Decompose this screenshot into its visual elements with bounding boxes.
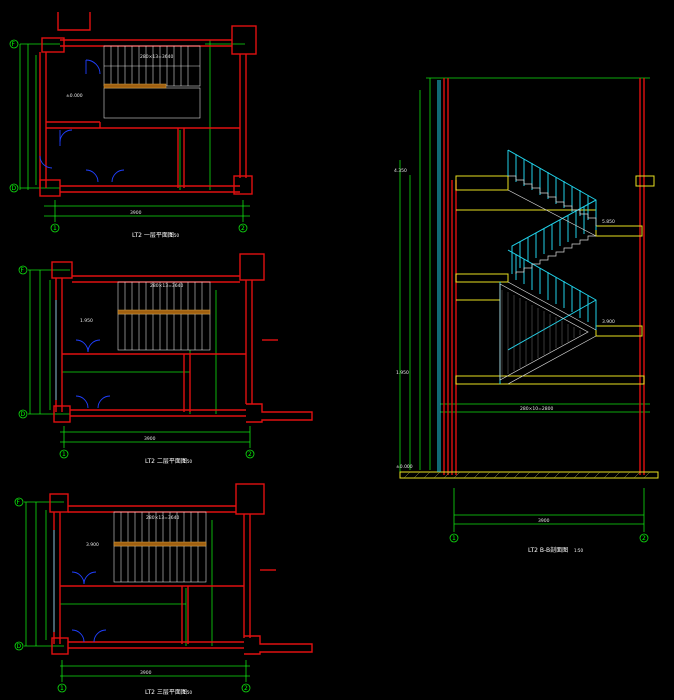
section-axis-right: 2: [642, 535, 646, 542]
plan-1-walls: [39, 12, 257, 197]
section-scale: 1:50: [574, 548, 583, 553]
plan-1-axis-top: F: [12, 41, 16, 48]
plan-1-total-dim: 3900: [130, 210, 142, 216]
plan-1-axis-bottom: D: [12, 185, 17, 192]
section-stair-steps: [507, 175, 597, 385]
plan-2-axis-bottom: D: [21, 411, 26, 418]
section-run-dim: 280×10=2800: [520, 406, 553, 412]
plan-1-stair-landing-beam: [103, 83, 167, 89]
plan-2-axis-top: F: [21, 267, 25, 274]
plan-3-stair-dim: 280×13=3640: [146, 515, 179, 521]
section-axis-bubbles: [449, 533, 649, 543]
plan-second-floor: F D 1 2: [18, 253, 313, 465]
section-b-b: 1 2: [394, 77, 659, 554]
plan-2-scale: 1:50: [183, 459, 192, 464]
plan-1-scale: 1:50: [170, 233, 179, 238]
section-level-3: 5.850: [602, 219, 615, 225]
plan-1-axis-right: 2: [241, 225, 245, 232]
section-columns: [443, 78, 645, 475]
plan-3-scale: 1:50: [183, 690, 192, 695]
plan-3-axis-right: 2: [244, 685, 248, 692]
plan-1-axis-bubbles: [9, 39, 248, 233]
plan-3-walls: [49, 483, 313, 655]
plan-1-dimension-lines: [19, 40, 250, 222]
section-stair-hatch: [499, 283, 589, 381]
plan-2-title: LT2 二层平面图: [145, 458, 187, 465]
section-ground-hatch: [403, 471, 651, 479]
plan-2-level-label: 1.950: [80, 318, 93, 324]
plan-1-level-label: ±0.000: [66, 93, 83, 99]
section-total-dim: 3900: [538, 518, 550, 524]
plan-3-stair-landing-beam: [113, 541, 207, 547]
plan-2-dimension-lines: [28, 269, 251, 448]
section-floor-slabs: [455, 175, 655, 385]
plan-3-axis-left: 1: [60, 685, 64, 692]
plan-3-axis-bubbles: [14, 497, 251, 693]
plan-2-axis-bubbles: [18, 265, 255, 459]
plan-3-level-label: 3.900: [86, 542, 99, 548]
section-level-top: 4.350: [394, 168, 407, 174]
section-level-1: 1.950: [396, 370, 409, 376]
section-dimension-lines: [399, 77, 650, 532]
plan-1-title: LT2 一层平面图: [132, 232, 174, 239]
plan-1-doors: [39, 59, 125, 183]
section-level-0: ±0.000: [396, 464, 413, 470]
plan-3-axis-bottom: D: [17, 643, 22, 650]
plan-2-total-dim: 3900: [144, 436, 156, 442]
section-level-2: 3.900: [602, 319, 615, 325]
plan-3-doors: [53, 530, 107, 643]
plan-2-doors: [55, 300, 111, 409]
plan-3-stair-treads: [113, 511, 207, 583]
plan-3-axis-top: F: [17, 499, 21, 506]
section-stair-railings: [499, 149, 597, 384]
plan-3-title: LT2 三层平面图: [145, 689, 187, 696]
plan-3-total-dim: 3900: [140, 670, 152, 676]
section-ground-line: [399, 471, 659, 479]
plan-2-walls: [51, 253, 313, 423]
plan-2-axis-right: 2: [248, 451, 252, 458]
section-curtain-wall: [437, 80, 441, 472]
plan-third-floor: F D 1 2: [14, 483, 313, 696]
plan-3-dimension-lines: [24, 501, 250, 682]
plan-2-axis-left: 1: [62, 451, 66, 458]
plan-2-stair-treads: [117, 281, 211, 351]
section-axis-left: 1: [452, 535, 456, 542]
plan-1-stair-dim: 280×13=3640: [140, 54, 173, 60]
plan-2-stair-dim: 280×13=3640: [150, 283, 183, 289]
plan-1-axis-left: 1: [53, 225, 57, 232]
section-title: LT2 B-B剖面图: [528, 546, 568, 554]
plan-2-stair-landing-beam: [117, 309, 211, 315]
plan-ground-floor: F D 1 2: [9, 12, 257, 239]
